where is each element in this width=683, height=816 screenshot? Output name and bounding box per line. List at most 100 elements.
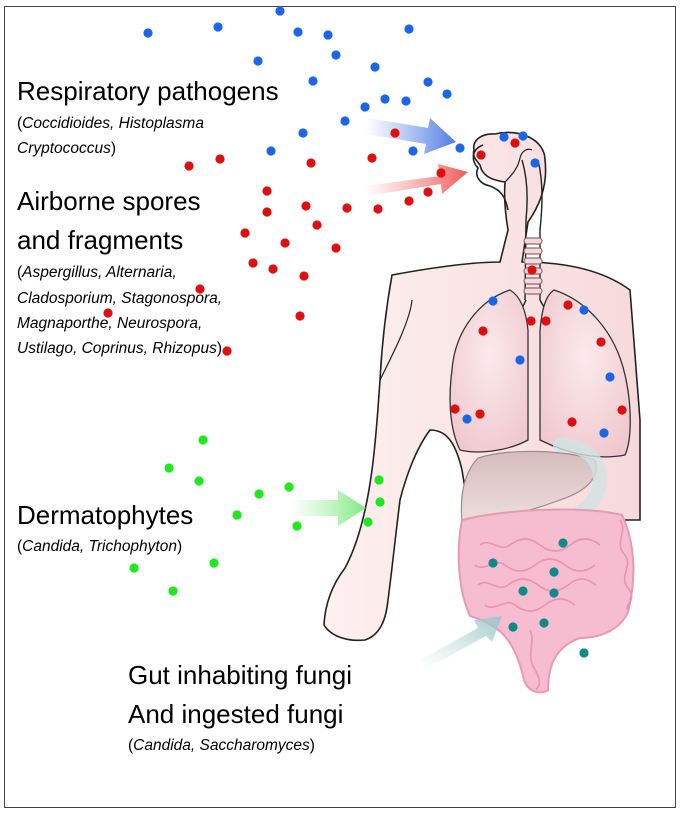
gut-fungus-dot [549, 567, 559, 577]
dermatophyte-spore-dot [209, 558, 219, 568]
respiratory-spore-dot [275, 6, 285, 16]
gut-fungus-dot [518, 586, 528, 596]
airborne-spore-dot [299, 271, 309, 281]
respiratory-spore-dot [143, 28, 153, 38]
airborne-spore-dot [476, 150, 486, 160]
gut-fungi-title-line1: Gut inhabiting fungi [128, 660, 353, 690]
figure-frame [4, 6, 676, 808]
dermatophyte-spore-dot [375, 497, 385, 507]
airborne-spore-dot [390, 128, 400, 138]
respiratory-spore-dot [488, 296, 498, 306]
airborne-spore-dot [527, 265, 537, 275]
respiratory-spore-dot [323, 30, 333, 40]
airborne-spore-dot [510, 138, 520, 148]
airborne-species-line1: (Aspergillus, Alternaria, [17, 264, 177, 281]
gut-fungi-title-line2: And ingested fungi [128, 699, 344, 729]
airborne-spore-dot [215, 154, 225, 164]
gut-fungus-dot [539, 618, 549, 628]
airborne-spore-dot [596, 337, 606, 347]
dermatophyte-spore-dot [168, 586, 178, 596]
respiratory-spore-dot [401, 96, 411, 106]
gut-fungus-dot [558, 538, 568, 548]
gut-fungus-dot [508, 622, 518, 632]
respiratory-spore-dot [293, 27, 303, 37]
airborne-species-line2: Cladosporium, Stagonospora, [17, 290, 223, 307]
respiratory-spore-dot [380, 94, 390, 104]
airborne-spores-title-line1: Airborne spores [17, 186, 201, 216]
gut-fungus-dot [549, 588, 559, 598]
airborne-spore-dot [367, 153, 377, 163]
respiratory-spore-dot [499, 132, 509, 142]
respiratory-spore-dot [266, 146, 276, 156]
airborne-spore-dot [240, 228, 250, 238]
airborne-spore-dot [404, 196, 414, 206]
dermatophyte-spore-dot [292, 521, 302, 531]
respiratory-spore-dot [442, 89, 452, 99]
respiratory-spore-dot [298, 128, 308, 138]
respiratory-spore-dot [360, 102, 370, 112]
airborne-spore-dot [342, 203, 352, 213]
airborne-spore-dot [222, 346, 232, 356]
airborne-spore-dot [478, 326, 488, 336]
dermatophyte-spore-dot [194, 476, 204, 486]
dermatophytes-species: (Candida, Trichophyton) [17, 538, 183, 555]
airborne-spore-dot [450, 404, 460, 414]
airborne-spore-dot [103, 308, 113, 318]
gut-fungi-spores [488, 538, 589, 658]
respiratory-spore-dot [408, 146, 418, 156]
respiratory-species-line1: (Coccidioides, Histoplasma [17, 115, 204, 132]
airborne-spore-dot [262, 207, 272, 217]
dermatophyte-spores [129, 435, 385, 596]
dermatophyte-spore-dot [254, 489, 264, 499]
dermatophyte-spore-dot [284, 482, 294, 492]
airborne-spore-dot [295, 311, 305, 321]
airborne-species-line4: Ustilago, Coprinus, Rhizopus) [17, 340, 223, 357]
inhalation-arrow-red-icon [365, 164, 468, 196]
airborne-spore-dot [248, 258, 258, 268]
inhalation-arrow-blue-icon [366, 118, 456, 154]
airborne-spore-dot [617, 405, 627, 415]
airborne-spore-dot [475, 409, 485, 419]
airborne-spore-dot [280, 238, 290, 248]
dermatophyte-spore-dot [129, 563, 139, 573]
respiratory-species-line2: Cryptococcus) [17, 140, 117, 157]
dermatophyte-spore-dot [374, 475, 384, 485]
skin-contact-arrow-icon [290, 490, 366, 526]
gut-fungus-dot [488, 558, 498, 568]
airborne-spore-dot [563, 300, 573, 310]
airborne-spore-dot [184, 161, 194, 171]
dermatophytes-title: Dermatophytes [17, 500, 194, 530]
airborne-spore-dot [373, 204, 383, 214]
respiratory-spore-dot [455, 143, 465, 153]
gut-fungi-species: (Candida, Saccharomyces) [128, 737, 315, 754]
airborne-spore-dot [268, 264, 278, 274]
intestines-icon [457, 508, 635, 694]
airborne-spore-dot [306, 158, 316, 168]
airborne-spore-dot [423, 187, 433, 197]
airborne-spore-dot [331, 243, 341, 253]
airborne-spores-title-line2: and fragments [17, 225, 184, 255]
airborne-spores [103, 128, 627, 427]
dermatophyte-spore-dot [232, 510, 242, 520]
ingestion-arrow-icon [420, 616, 502, 668]
dermatophyte-spore-dot [198, 435, 208, 445]
respiratory-spore-dot [515, 355, 525, 365]
airborne-species-line3: Magnaporthe, Neurospora, [17, 315, 203, 332]
airborne-spore-dot [301, 201, 311, 211]
airborne-spore-dot [262, 186, 272, 196]
airborne-spore-dot [195, 284, 205, 294]
respiratory-spore-dot [423, 77, 433, 87]
respiratory-spore-dot [340, 116, 350, 126]
airborne-spore-dot [541, 316, 551, 326]
gut-fungus-dot [579, 648, 589, 658]
respiratory-spore-dot [599, 428, 609, 438]
airborne-spore-dot [567, 417, 577, 427]
respiratory-spore-dot [579, 305, 589, 315]
respiratory-pathogens-title: Respiratory pathogens [17, 76, 279, 106]
respiratory-spore-dot [404, 24, 414, 34]
respiratory-spore-dot [370, 62, 380, 72]
respiratory-pathogen-spores [143, 6, 615, 438]
respiratory-spore-dot [518, 131, 528, 141]
airborne-spore-dot [312, 220, 322, 230]
